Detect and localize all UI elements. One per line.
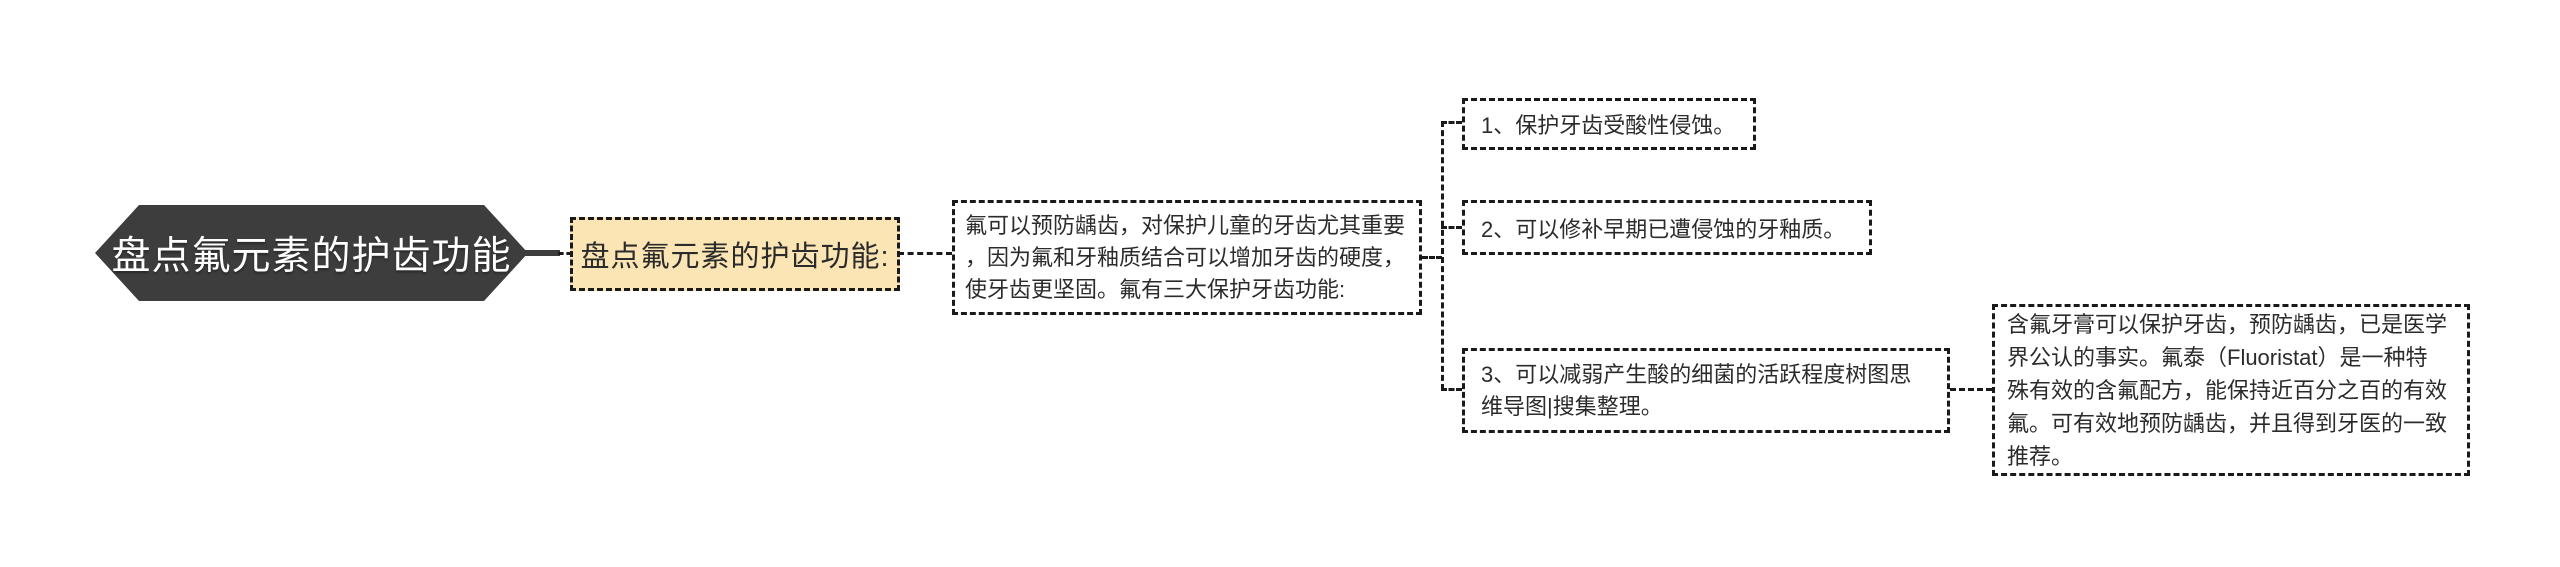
point-node-2-label: 2、可以修补早期已遭侵蚀的牙釉质。 [1481, 216, 1846, 242]
connector-trunk-point-2 [1441, 226, 1462, 229]
point-node-1-label: 1、保护牙齿受酸性侵蚀。 [1481, 113, 1736, 138]
root-node[interactable]: 盘点氟元素的护齿功能 [95, 205, 528, 301]
point-node-3[interactable]: 3、可以减弱产生酸的细菌的活跃程度树图思 维导图|搜集整理。 [1462, 348, 1950, 433]
note-node-text: 含氟牙膏可以保护牙齿，预防龋齿，已是医学 界公认的事实。氟泰（Fluorista… [2007, 311, 2448, 469]
point-node-1[interactable]: 1、保护牙齿受酸性侵蚀。 [1462, 98, 1756, 150]
connector-trunk-point-3 [1441, 388, 1462, 391]
connector-root-topic-dashed [558, 252, 572, 255]
connector-point3-note [1950, 388, 1992, 391]
connector-trunk-point-1 [1441, 121, 1462, 124]
description-node[interactable]: 氟可以预防龋齿，对保护儿童的牙齿尤其重要 ，因为氟和牙釉质结合可以增加牙齿的硬度… [952, 200, 1422, 315]
root-node-label: 盘点氟元素的护齿功能 [111, 235, 512, 278]
topic-node-label: 盘点氟元素的护齿功能: [580, 241, 890, 273]
connector-topic-description [898, 252, 952, 255]
topic-node[interactable]: 盘点氟元素的护齿功能: [570, 217, 900, 291]
point-node-3-label: 3、可以减弱产生酸的细菌的活跃程度树图思 维导图|搜集整理。 [1481, 361, 1912, 419]
description-node-text: 氟可以预防龋齿，对保护儿童的牙齿尤其重要 ，因为氟和牙釉质结合可以增加牙齿的硬度… [965, 212, 1406, 302]
connector-description-trunk [1422, 256, 1442, 259]
branch-trunk-line [1441, 121, 1444, 390]
connector-root-topic-solid [524, 250, 560, 256]
note-node[interactable]: 含氟牙膏可以保护牙齿，预防龋齿，已是医学 界公认的事实。氟泰（Fluorista… [1992, 304, 2470, 476]
point-node-2[interactable]: 2、可以修补早期已遭侵蚀的牙釉质。 [1462, 200, 1872, 255]
